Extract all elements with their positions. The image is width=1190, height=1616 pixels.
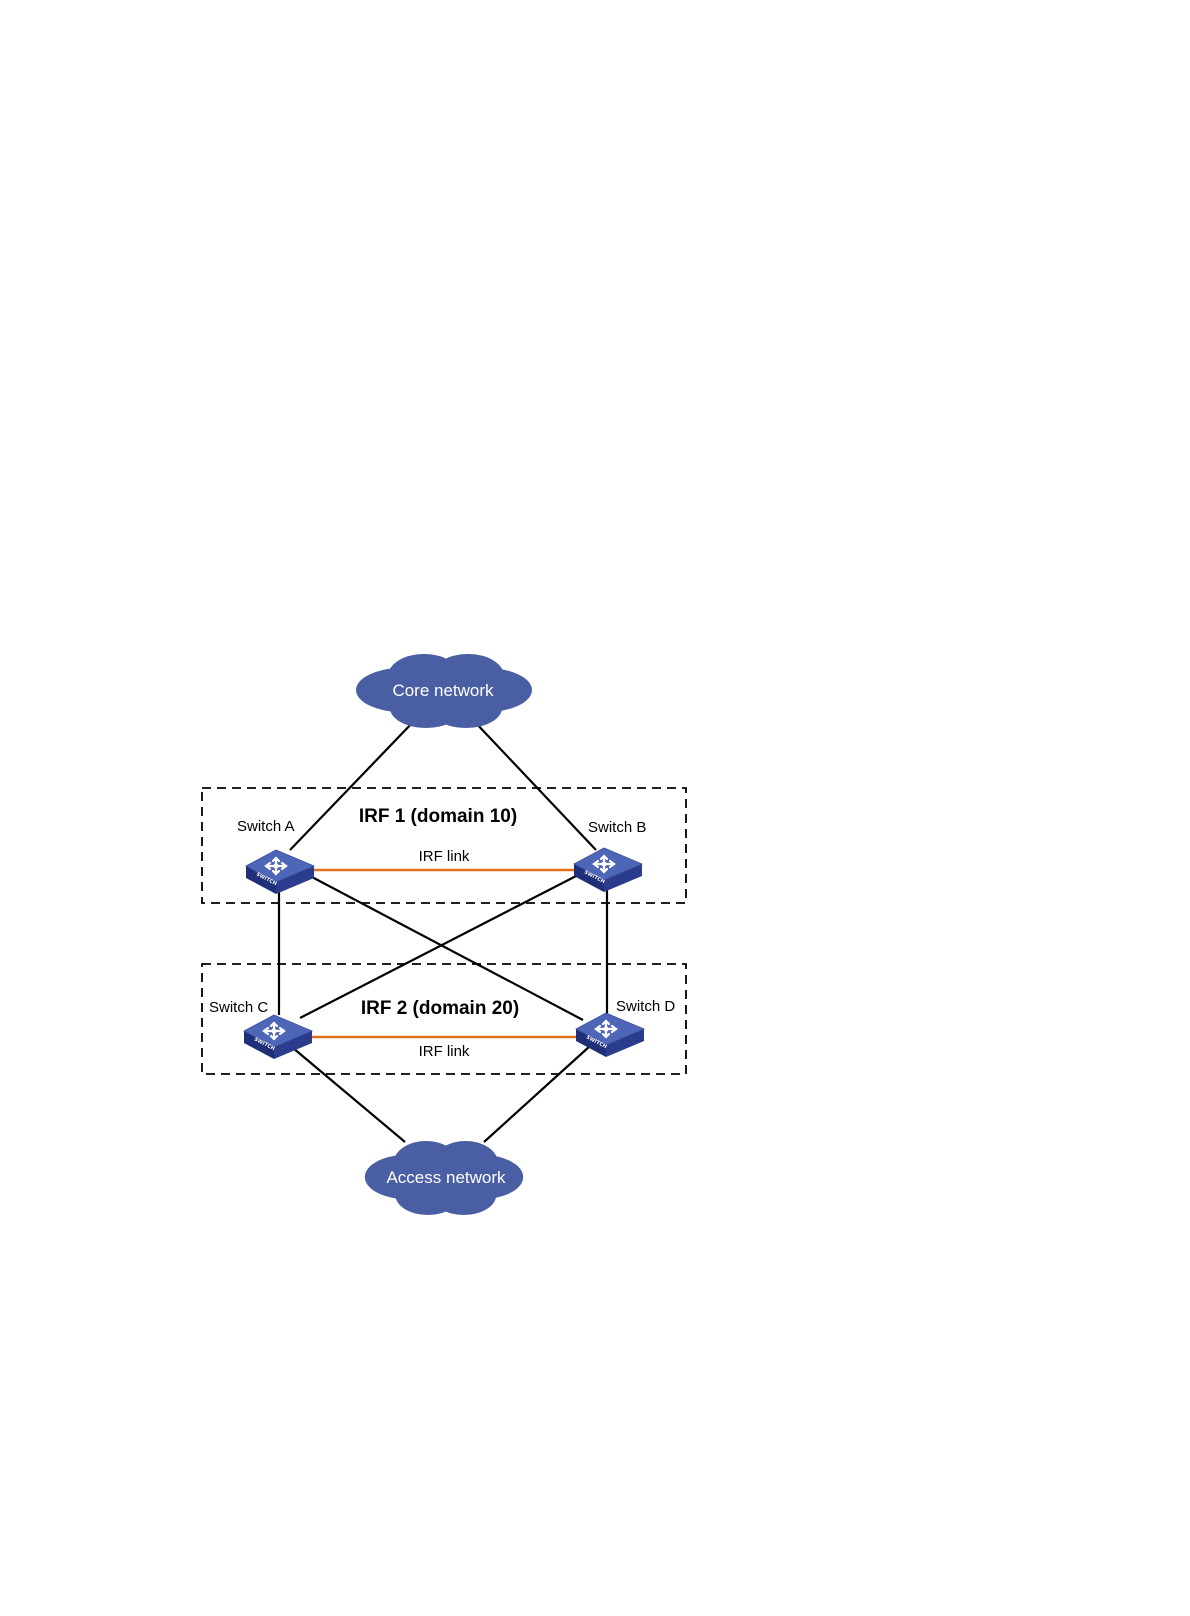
irf1-link-label: IRF link: [419, 848, 470, 865]
switch-a: SWITCH: [246, 850, 314, 894]
switch-icon: SWITCH: [244, 1015, 312, 1059]
link-switch-c-access: [293, 1048, 405, 1142]
irf2-link-label: IRF link: [419, 1043, 470, 1060]
access-network-label: Access network: [386, 1168, 506, 1187]
switch-d-label: Switch D: [616, 998, 675, 1015]
switch-a-label: Switch A: [237, 818, 295, 835]
link-switch-d-access: [484, 1046, 590, 1142]
switch-icon: SWITCH: [574, 848, 642, 892]
switch-b: SWITCH: [574, 848, 642, 892]
link-core-switch-b: [473, 720, 596, 850]
irf2-title: IRF 2 (domain 20): [361, 998, 519, 1019]
switch-b-label: Switch B: [588, 819, 646, 836]
network-links: [279, 720, 607, 1142]
switch-c: SWITCH: [244, 1015, 312, 1059]
irf1-title: IRF 1 (domain 10): [359, 806, 517, 827]
link-core-switch-a: [290, 720, 415, 850]
switch-c-label: Switch C: [209, 999, 268, 1016]
access-network-cloud: Access network: [365, 1141, 523, 1215]
switch-icon: SWITCH: [246, 850, 314, 894]
core-network-cloud: Core network: [356, 654, 532, 728]
core-network-label: Core network: [392, 681, 494, 700]
